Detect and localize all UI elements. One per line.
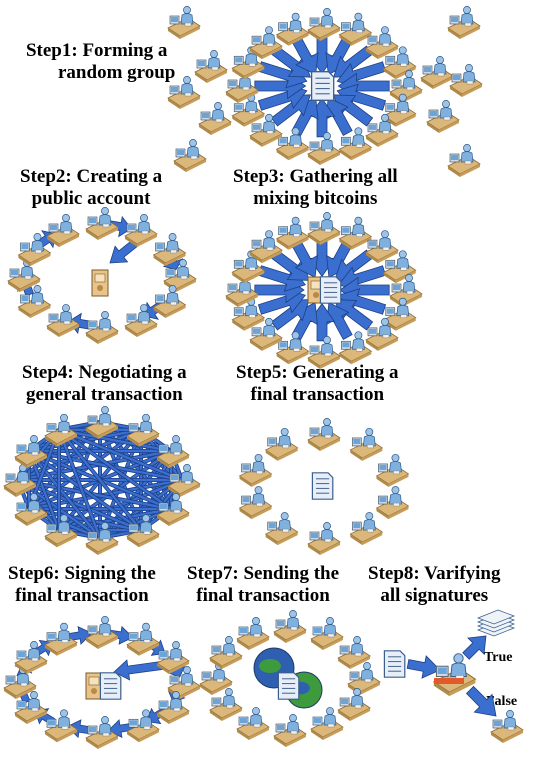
negotiation-link: [28, 449, 183, 482]
safe-box-icon: [85, 672, 103, 700]
inbound-arrow: [291, 36, 319, 76]
computer-user-icon: [273, 713, 307, 748]
computer-user-icon: [276, 127, 310, 161]
computer-user-icon: [447, 5, 481, 40]
false-arrow: [465, 685, 497, 717]
computer-user-icon: [44, 709, 78, 743]
document-pass-arrow: [113, 659, 167, 681]
computer-user-icon: [124, 213, 158, 248]
computer-user-icon: [307, 521, 341, 556]
negotiation-link: [58, 428, 172, 510]
computer-user-icon: [307, 131, 341, 166]
computer-user-icon: [167, 5, 201, 40]
computer-user-icon: [365, 230, 399, 264]
document-icon: [383, 650, 406, 678]
computer-user-icon: [126, 413, 160, 448]
computer-user-icon: [236, 706, 270, 741]
safe-box-icon: [91, 269, 109, 297]
computer-user-icon: [239, 453, 273, 488]
computer-user-icon: [239, 485, 273, 520]
computer-user-icon: [337, 687, 371, 722]
computer-user-icon: [307, 335, 341, 370]
computer-user-icon: [307, 417, 341, 452]
computer-user-icon: [375, 453, 409, 488]
computer-user-icon: [156, 434, 190, 469]
computer-user-icon: [433, 653, 477, 697]
true-arrow: [462, 635, 487, 660]
document-icon: [277, 672, 300, 700]
negotiation-link: [28, 450, 101, 539]
computer-user-icon: [173, 138, 207, 173]
computer-user-icon: [85, 310, 119, 345]
inbound-arrow: [291, 240, 318, 279]
document-icon: [310, 71, 335, 101]
true-label: True: [484, 650, 513, 665]
computer-user-icon: [153, 284, 187, 319]
computer-user-icon: [375, 485, 409, 520]
document-icon: [311, 472, 334, 500]
computer-user-icon: [46, 303, 80, 338]
negotiation-link: [58, 428, 172, 453]
computer-user-icon: [449, 63, 483, 98]
computer-user-icon: [265, 427, 299, 462]
computer-user-icon: [349, 511, 383, 546]
computer-user-icon: [198, 101, 232, 136]
negotiation-link: [57, 429, 102, 539]
computer-user-icon: [44, 622, 78, 657]
coin-stack-icon: [476, 609, 516, 625]
computer-user-icon: [310, 616, 344, 651]
computer-user-icon: [420, 55, 454, 90]
computer-user-icon: [265, 511, 299, 546]
computer-user-icon: [85, 715, 119, 750]
computer-user-icon: [276, 12, 310, 47]
globe-landmass: [259, 659, 281, 673]
computer-user-icon: [276, 216, 310, 251]
computer-user-icon: [307, 211, 341, 246]
computer-user-icon: [194, 49, 228, 84]
computer-user-icon: [276, 331, 310, 365]
computer-user-icon: [365, 26, 399, 60]
input-arrow: [406, 655, 441, 679]
negotiation-link: [58, 428, 183, 482]
computer-user-icon: [85, 206, 119, 241]
alert-bar: [434, 678, 464, 684]
negotiation-link: [58, 429, 142, 531]
computer-user-icon: [426, 99, 460, 134]
computer-user-icon: [167, 75, 201, 110]
computer-user-icon: [85, 615, 119, 650]
computer-user-icon: [338, 12, 372, 47]
document-icon: [99, 672, 122, 700]
computer-user-icon: [447, 143, 481, 178]
document-icon: [319, 276, 342, 304]
computer-user-icon: [273, 609, 307, 644]
icons-layer: [3, 5, 524, 750]
computer-user-icon: [349, 427, 383, 462]
chain-arrow: [108, 215, 132, 238]
computer-user-icon: [236, 616, 270, 651]
computer-user-icon: [338, 216, 372, 251]
computer-user-icon: [46, 213, 80, 248]
computer-user-icon: [307, 7, 341, 42]
